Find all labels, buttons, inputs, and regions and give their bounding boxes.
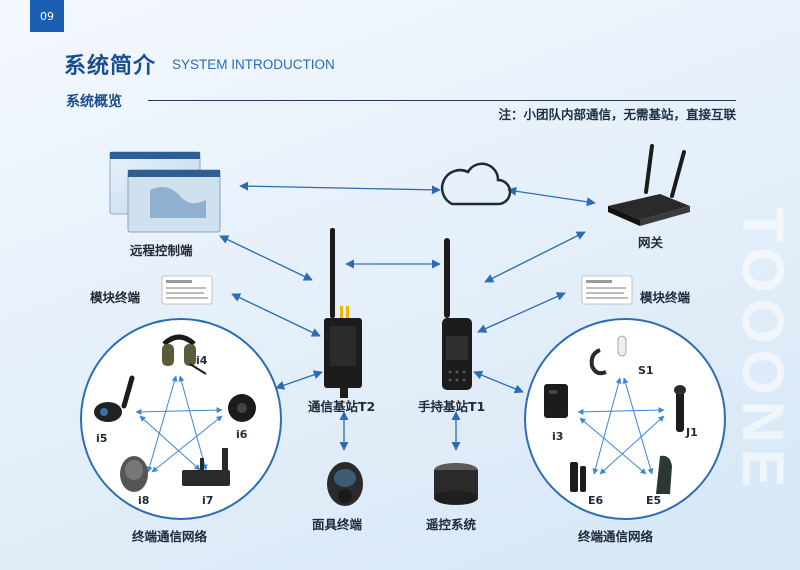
mask-terminal-device [327,462,363,506]
device-j1 [674,385,686,432]
device-i8 [120,456,148,492]
connection-arrows [219,181,596,451]
station-t1-label: 手持基站T1 [418,399,486,414]
remote-control-screens [109,151,221,233]
station-t1-device [442,238,472,390]
page-title: 系统简介 [64,54,157,79]
station-t2-device [324,228,362,398]
remote-control-label: 远程控制端 [130,243,193,258]
device-i8-label: i8 [138,494,150,507]
device-i5-label: i5 [96,432,108,445]
device-e5 [656,455,672,494]
module-terminal-right-label: 模块终端 [640,290,691,305]
right-star-links [577,377,665,475]
device-e6-label: E6 [588,494,604,507]
section-divider [148,100,736,101]
device-e6 [570,462,586,492]
remote-system-device [434,463,478,505]
mask-terminal-label: 面具终端 [312,517,363,532]
page-number: 09 [30,0,64,32]
station-t2-label: 通信基站T2 [308,399,376,414]
note-text: 注：小团队内部通信，无需基站，直接互联 [498,107,736,122]
device-i5 [94,375,135,422]
module-terminal-left [161,275,213,305]
module-terminal-right [581,275,633,305]
device-i4-label: i4 [196,354,208,367]
device-s1 [589,335,627,376]
device-i7 [182,448,230,486]
device-j1-label: J1 [686,426,698,439]
device-i7-label: i7 [202,494,214,507]
remote-system-label: 遥控系统 [426,517,477,532]
brand-watermark: TOOONE [730,206,795,494]
right-network-label: 终端通信网络 [578,529,654,544]
device-i6 [228,394,256,422]
left-network-label: 终端通信网络 [132,529,208,544]
gateway-label: 网关 [638,235,664,250]
device-i3 [544,384,568,418]
left-star-links [135,375,223,473]
section-title: 系统概览 [66,94,122,110]
cloud-icon [440,162,512,206]
device-s1-label: S1 [638,364,654,377]
gateway-device [608,144,690,226]
device-i4 [162,334,207,375]
device-e5-label: E5 [646,494,662,507]
module-terminal-left-label: 模块终端 [90,290,141,305]
page-title-en: SYSTEM INTRODUCTION [172,57,335,72]
device-i6-label: i6 [236,428,248,441]
device-i3-label: i3 [552,430,564,443]
